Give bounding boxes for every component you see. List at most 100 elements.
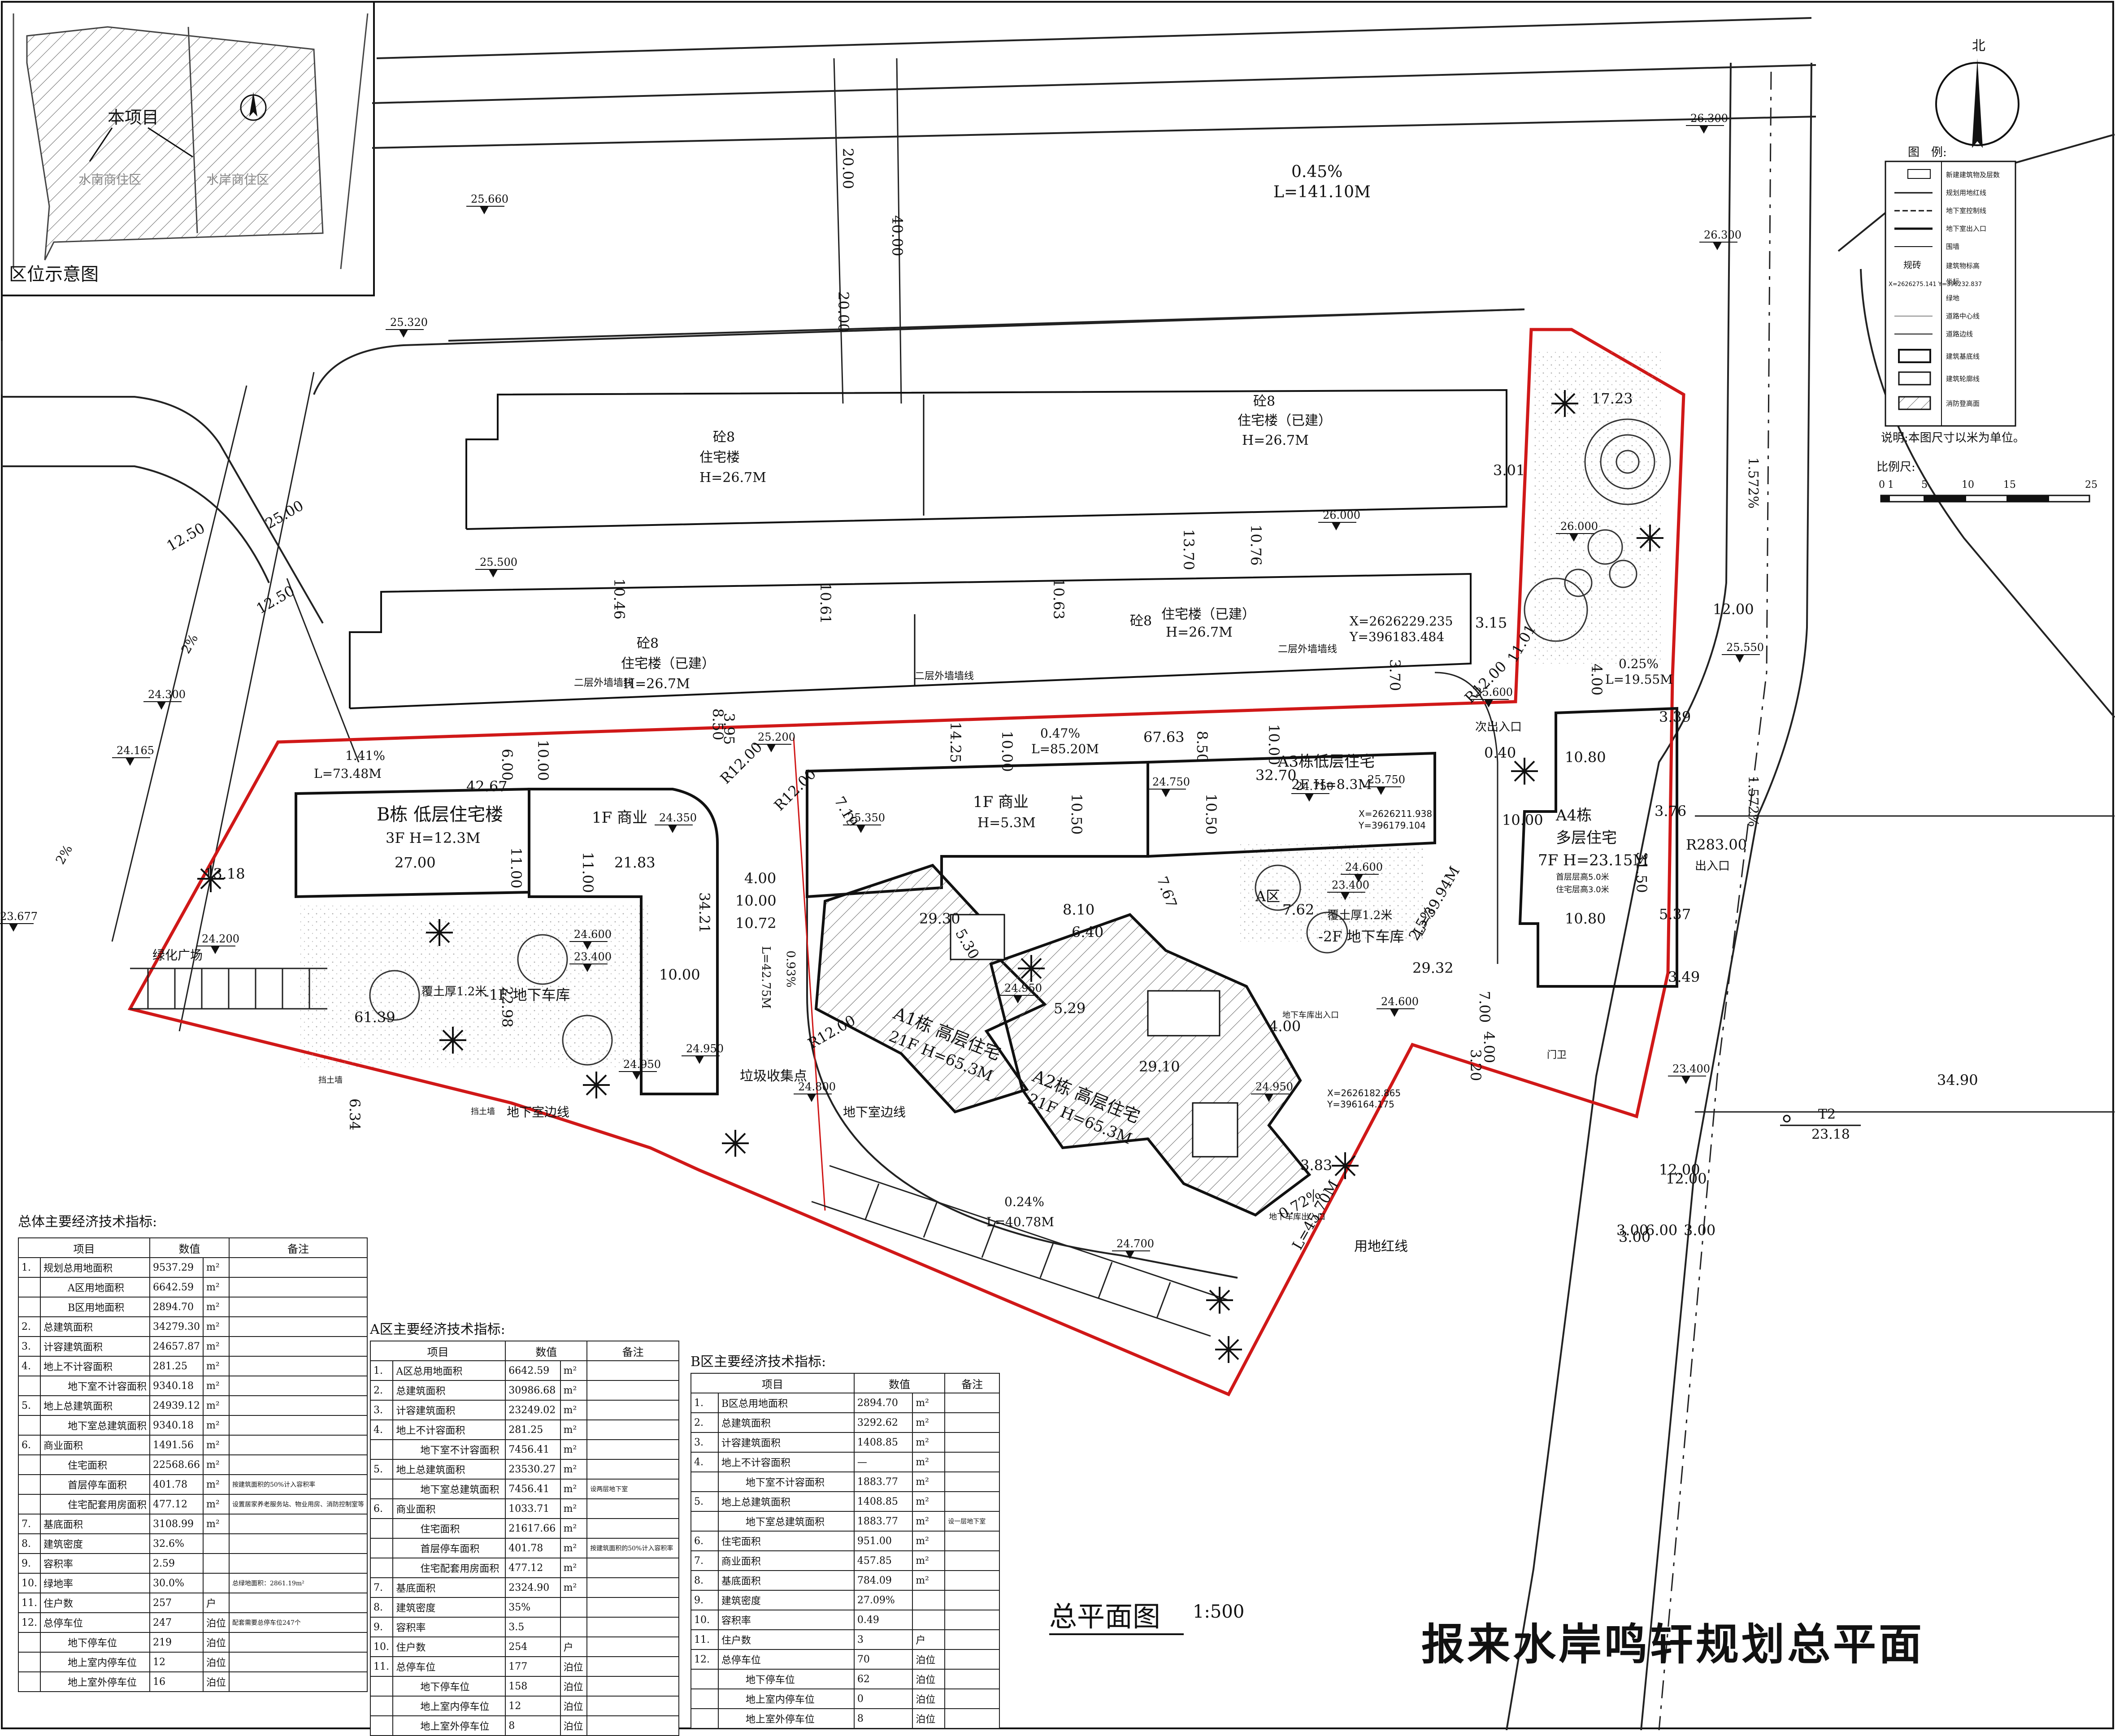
dimension-label: 3.00 [1684,1222,1715,1239]
row-number: 11. [369,1656,394,1677]
row-number: 2. [18,1316,41,1337]
existing-1-use: 住宅楼 [699,450,740,465]
length-6: L=42.75M [759,946,773,1009]
header-item: 项目 [369,1341,506,1361]
green-plaza-label: 绿化广场 [152,948,203,963]
elevation-value: 25.200 [758,731,795,743]
elevation-marker: 26.000 [1556,520,1598,542]
header-value: 数值 [505,1341,588,1361]
legend-item-13: 消防登高面 [1946,399,1980,408]
elevation-marker: 25.350 [843,812,885,833]
legend-box: 图 例: 规砖 X=2626275.141 Y=396232.837 新建建筑物… [1876,146,2025,474]
row-number: 6. [691,1531,719,1551]
row-value: 1408.85 [853,1491,913,1512]
row-value: 35% [505,1597,561,1618]
row-number: 6. [18,1435,41,1455]
dimension-label: 11.00 [579,852,596,893]
building-a4-info2: 7F H=23.15M [1538,851,1648,869]
legend-sample-coord: X=2626275.141 Y=396232.837 [1889,281,1982,288]
existing-4-height: H=26.7M [1166,625,1233,640]
row-value: 3108.99 [149,1514,204,1534]
row-number: 3. [18,1336,41,1357]
zone-a-label: A区 [1255,888,1280,905]
row-note [229,1316,368,1337]
row-value: 158 [505,1676,561,1697]
dimension-label: 7.00 [1476,991,1493,1023]
elevation-value: 24.600 [1345,861,1383,873]
north-label: 北 [1972,38,1985,54]
row-item: 基底面积 [717,1570,855,1591]
header-value: 数值 [149,1237,230,1258]
dimension-label: 3.39 [1659,708,1691,725]
elevation-value: 26.300 [1704,229,1742,241]
elevation-value: 26.000 [1560,520,1598,533]
row-unit: m² [912,1412,946,1433]
row-item: 总建筑面积 [392,1380,506,1401]
row-item: 基底面积 [39,1514,151,1534]
row-note: 设两层地下室 [586,1479,679,1499]
dimension-label: 10.00 [659,966,700,983]
row-unit: 泊位 [202,1632,230,1653]
dimension-label: 42.67 [466,778,508,795]
district-label-2: 水岸商住区 [206,172,269,187]
elevation-marker: 24.600 [1377,995,1419,1017]
row-unit: m² [202,1514,230,1534]
elevation-marker: 26.300 [1699,229,1742,250]
row-note [586,1715,679,1736]
row-item: 商业面积 [392,1498,506,1519]
table-a-title: A区主要经济技术指标: [370,1322,505,1337]
retaining-wall-label-2: 挡土墙 [471,1107,495,1116]
building-a2-inner [950,914,1238,1158]
elevation-value: 24.800 [798,1081,836,1093]
dimension-label: 8.50 [1194,731,1211,763]
road-station: T2 [1818,1107,1836,1122]
road-level: 23.18 [1811,1127,1850,1142]
row-value: 2.59 [149,1553,204,1574]
dimension-label: 10.00 [1265,724,1282,765]
row-number: 9. [691,1590,719,1610]
row-number: 3. [369,1400,394,1420]
north-arrow-icon: 北 [1935,38,2019,148]
elevation-marker: 24.950 [1251,1081,1293,1102]
row-item: 总建筑面积 [717,1412,855,1433]
row-value: 9537.29 [149,1257,204,1278]
row-item: 地上室内停车位 [39,1652,151,1672]
row-unit: 泊位 [912,1669,946,1689]
row-value: 3 [853,1629,913,1650]
table-header-row: 项目数值备注 [691,1373,1000,1393]
wall-line-label-3: 二层外墙墙线 [1278,644,1337,655]
scale-tick-5: 5 [1921,479,1928,490]
elevation-marker: 24.950 [619,1058,661,1080]
row-note [944,1590,1000,1610]
row-number: 4. [18,1356,41,1376]
row-unit: m² [912,1432,946,1453]
row-item: 地下室不计容面积 [39,1376,151,1396]
row-item: 地上不计容面积 [392,1419,506,1440]
dimension-label: 10.46 [611,578,628,620]
row-unit: m² [912,1570,946,1591]
scale-bar-title: 比例尺: [1876,460,1915,474]
legend-item-12: 建筑轮廓线 [1946,375,1980,383]
row-value: 951.00 [853,1531,913,1551]
dimension-label: 12.50 [253,582,297,617]
row-note [586,1360,679,1381]
elevation-marker: 24.750 [1291,780,1333,802]
row-note [229,1415,368,1436]
row-note: 总绿地面积：2861.19m² [229,1573,368,1593]
row-note [944,1570,1000,1591]
dimension-label: 3.83 [1300,1157,1332,1174]
row-unit: m² [560,1538,588,1558]
row-value: 401.78 [149,1474,204,1495]
elevation-triangle-icon [126,758,135,766]
coord-1b: Y=396183.484 [1349,629,1444,644]
elevation-triangle-icon [668,825,677,833]
row-number: 1. [369,1360,394,1381]
